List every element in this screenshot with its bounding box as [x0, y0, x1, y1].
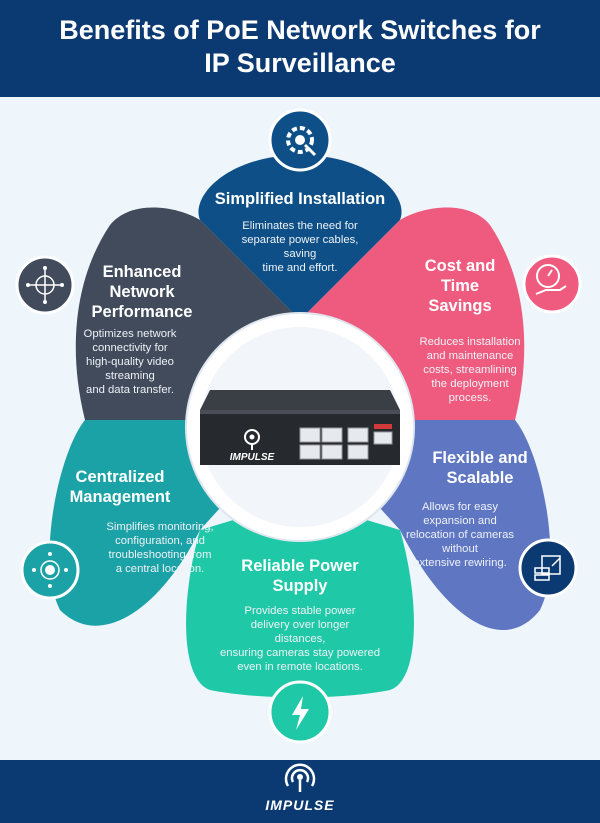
power-heading: Reliable Power Supply	[241, 557, 359, 595]
performance-text: Optimizes network connectivity for high-…	[83, 328, 177, 396]
lightning-icon	[268, 680, 332, 744]
management-heading: Centralized Management	[69, 468, 171, 506]
cost-heading: Cost and Time Savings	[424, 257, 496, 315]
performance-heading: Enhanced Network Performance	[91, 263, 193, 321]
gear-wrench-icon	[268, 108, 332, 172]
power-petal	[186, 500, 414, 698]
installation-text: Eliminates the need for separate power c…	[241, 220, 359, 274]
installation-heading: Simplified Installation	[214, 190, 386, 208]
page-title: Benefits of PoE Network Switches for IP …	[59, 15, 541, 78]
network-globe-icon	[15, 255, 75, 315]
cost-text: Reduces installation and maintenance cos…	[419, 336, 521, 404]
server-expand-icon	[518, 538, 578, 598]
impulse-logo-icon	[284, 763, 316, 792]
management-text: Simplifies monitoring, configuration, an…	[106, 521, 214, 575]
power-text: Provides stable power delivery over long…	[219, 605, 381, 673]
installation-petal	[198, 155, 402, 320]
poe-switch-image: IMPULSE	[200, 390, 400, 465]
dollar-clock-hand-icon	[522, 254, 582, 314]
flexible-heading: Flexible and Scalable	[432, 449, 528, 487]
flexible-text: Allows for easy expansion and relocation…	[406, 501, 514, 569]
footer-brand: IMPULSE	[265, 797, 335, 813]
hub-arrows-icon	[20, 540, 80, 600]
switch-brand-label: IMPULSE	[230, 452, 275, 463]
header-banner	[0, 0, 600, 97]
